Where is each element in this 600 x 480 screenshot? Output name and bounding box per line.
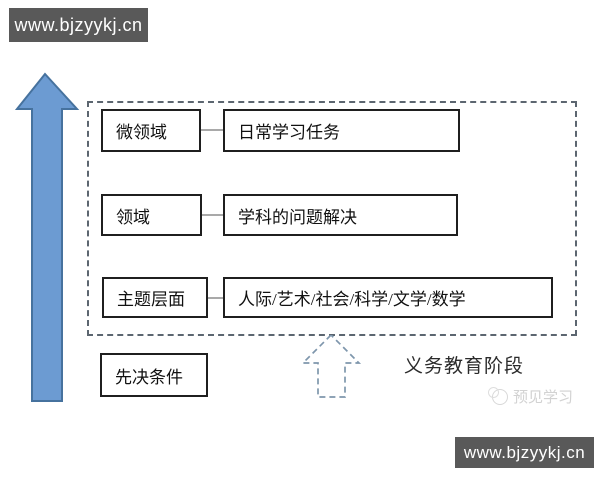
prerequisite-box: 先决条件: [100, 353, 208, 397]
watermark-bottom-text: www.bjzyykj.cn: [463, 442, 586, 462]
level-label: 微领域: [116, 123, 167, 142]
watermark-top: www.bjzyykj.cn: [9, 8, 148, 42]
value-box-subject-areas: 人际/艺术/社会/科学/文学/数学: [223, 277, 553, 318]
watermark-top-text: www.bjzyykj.cn: [14, 14, 143, 35]
dashed-up-arrow-icon: [300, 335, 362, 398]
connector-line: [208, 297, 223, 299]
level-label: 领域: [116, 207, 150, 227]
value-label: 学科的问题解决: [238, 207, 357, 227]
level-box-theme-level: 主题层面: [102, 277, 208, 318]
value-box-daily-tasks: 日常学习任务: [223, 109, 460, 152]
watermark-bottom: www.bjzyykj.cn: [455, 437, 594, 468]
level-box-micro-domain: 微领域: [101, 109, 201, 152]
level-box-domain: 领域: [101, 194, 202, 236]
connector-line: [201, 129, 223, 131]
prerequisite-label: 先决条件: [115, 367, 183, 387]
brand-logo-icon: [488, 386, 508, 405]
value-box-subject-problem-solving: 学科的问题解决: [223, 194, 458, 236]
stage-label: 义务教育阶段: [404, 356, 525, 377]
value-label: 人际/艺术/社会/科学/文学/数学: [238, 290, 466, 309]
upward-block-arrow-icon: [14, 72, 80, 402]
value-label: 日常学习任务: [238, 123, 340, 142]
brand-watermark: 预见学习: [488, 386, 574, 407]
level-label: 主题层面: [117, 290, 185, 309]
connector-line: [202, 214, 223, 216]
brand-text: 预见学习: [513, 390, 574, 406]
